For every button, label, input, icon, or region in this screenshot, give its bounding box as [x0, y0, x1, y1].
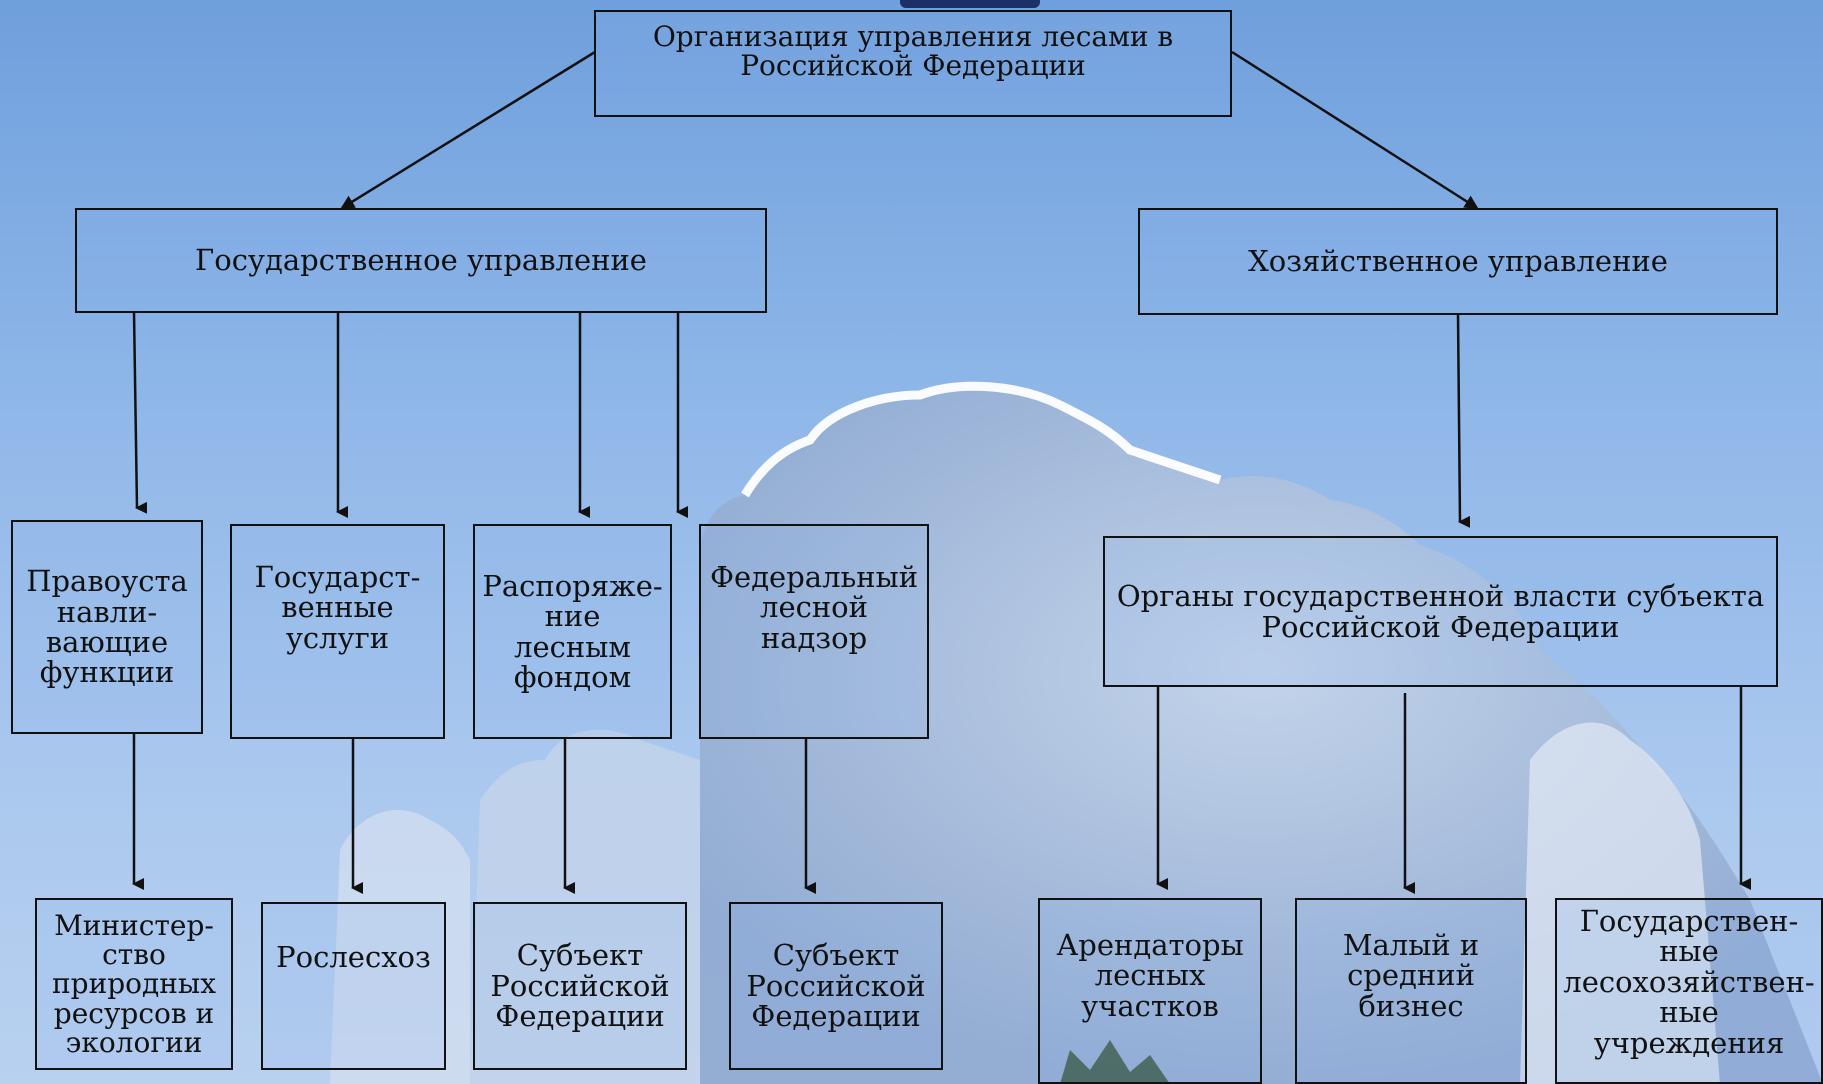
- subject-authorities-node: Органы государственной власти субъекта Р…: [1103, 536, 1778, 687]
- small-business-node: Малый и средний бизнес: [1295, 898, 1527, 1084]
- ministry-node: Министер- ство природных ресурсов и экол…: [35, 898, 233, 1070]
- state-management-node: Государственное управление: [75, 208, 767, 313]
- subject-federation-node-1: Субъект Российской Федерации: [473, 902, 687, 1070]
- lawmaking-functions-node: Правоуста навли- вающие функции: [11, 520, 203, 734]
- economic-management-node: Хозяйственное управление: [1138, 208, 1778, 315]
- forest-tenants-node: Арендаторы лесных участков: [1038, 898, 1262, 1084]
- title-fragment: [900, 0, 1040, 8]
- state-forestry-institutions-node: Государствен- ные лесохозяйствен- ные уч…: [1555, 898, 1823, 1084]
- subject-federation-node-2: Субъект Российской Федерации: [729, 902, 943, 1070]
- rosleshoz-node: Рослесхоз: [261, 902, 446, 1070]
- federal-supervision-node: Федеральный лесной надзор: [699, 524, 929, 739]
- fund-management-node: Распоряже- ние лесным фондом: [473, 524, 672, 739]
- public-services-node: Государст- венные услуги: [230, 524, 445, 739]
- root-node: Организация управления лесами в Российск…: [594, 10, 1232, 117]
